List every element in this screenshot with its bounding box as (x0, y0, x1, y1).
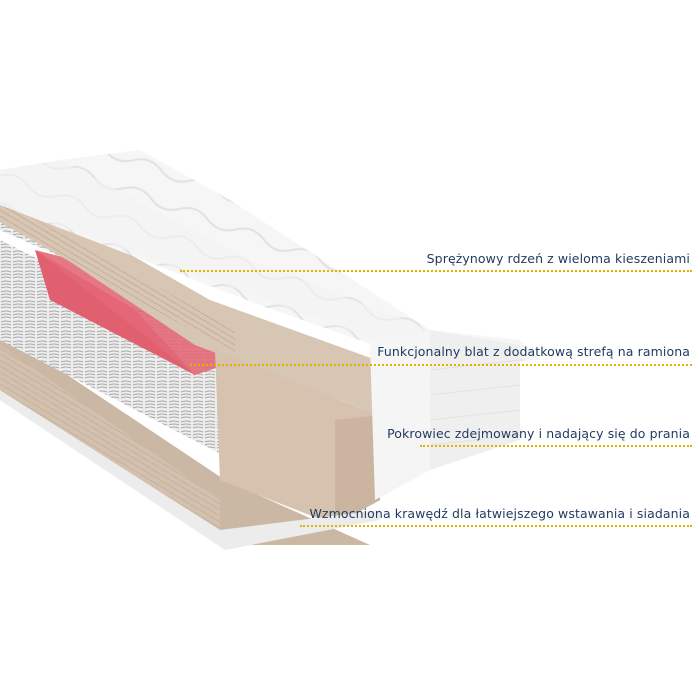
mattress-base (0, 380, 700, 700)
reinforced-edge (0, 390, 380, 550)
callout-line-spring-core (180, 270, 692, 272)
callout-spring-core: Sprężynowy rdzeń z wieloma kieszeniami (426, 251, 690, 266)
callout-removable-cover: Pokrowiec zdejmowany i nadający się do p… (387, 426, 690, 441)
callout-line-reinforced-edge (300, 525, 692, 527)
callout-line-removable-cover (420, 445, 692, 447)
callout-functional-top: Funkcjonalny blat z dodatkową strefą na … (377, 344, 690, 359)
callout-line-functional-top (190, 364, 692, 366)
cover-front-block (370, 330, 430, 500)
callout-reinforced-edge: Wzmocniona krawędź dla łatwiejszego wsta… (309, 506, 690, 521)
